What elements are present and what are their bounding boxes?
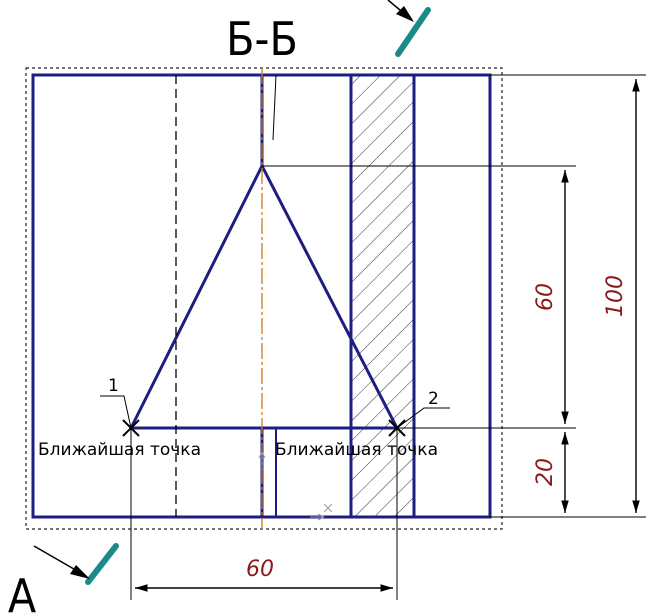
hatched-section — [351, 75, 414, 517]
point-2-number: 2 — [428, 389, 439, 409]
dimension-100: 100 — [603, 275, 628, 317]
dimension-lines — [135, 79, 640, 592]
dimension-20: 20 — [533, 458, 558, 486]
view-arrow-icon — [33, 543, 119, 585]
section-title: Б-Б — [226, 12, 298, 66]
point-1-number: 1 — [108, 376, 119, 396]
axis-glyph-x — [310, 503, 333, 521]
axis-glyph-y — [258, 451, 266, 470]
point-1-label: Ближайшая точка — [38, 440, 201, 460]
point-2-label: Ближайшая точка — [275, 440, 438, 460]
section-arrow-icon — [387, 0, 431, 57]
dimension-60-horizontal: 60 — [246, 557, 274, 582]
point-1-leader — [100, 395, 132, 429]
point-2-leader — [396, 407, 450, 429]
extension-lines — [130, 74, 646, 600]
dimension-60-vertical: 60 — [533, 283, 558, 311]
view-label: А — [8, 569, 36, 614]
